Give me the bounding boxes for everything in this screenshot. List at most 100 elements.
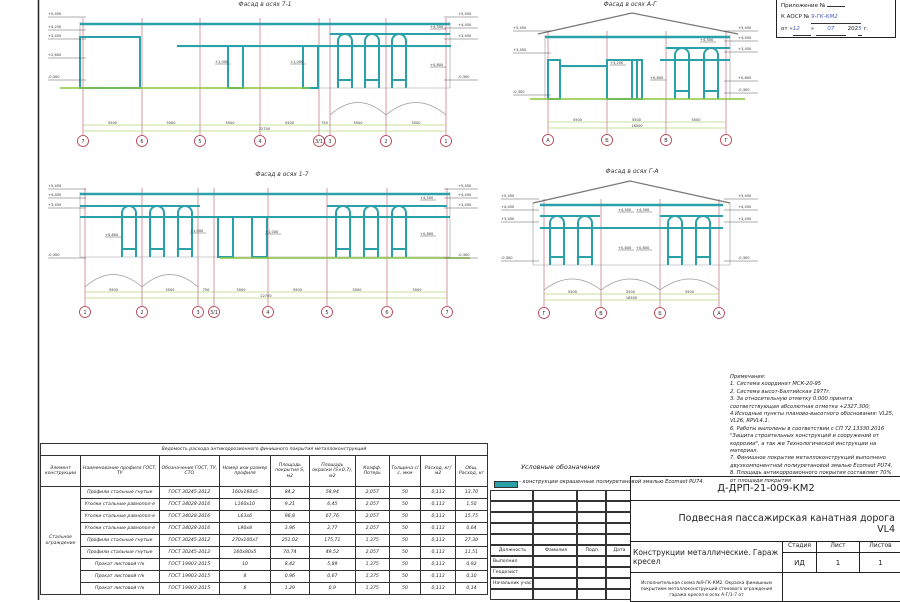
note-item: 1. Система координат МСК-20-95 (730, 381, 896, 388)
axis-label: 3 (328, 139, 331, 145)
signature-cell (533, 589, 577, 600)
level-mark-right: +3,450 (458, 34, 472, 38)
roof-outline (533, 181, 730, 203)
table-cell: L160х10 (220, 499, 271, 511)
level-mark-left: +5,450 (48, 184, 62, 188)
table-cell: Прокат листовой г/к (80, 559, 159, 571)
sheet-value: 1 (816, 552, 860, 573)
dimension-text: 5500 (353, 288, 362, 292)
level-mark-left: -0,300 (48, 253, 60, 257)
table-header-cell: Элемент конструкции (41, 456, 81, 487)
table-cell: 6 (220, 583, 271, 595)
coating-consumption-table: Ведомость расхода антикоррозионного фини… (40, 443, 488, 595)
axis-label: 1 (83, 310, 86, 316)
table-cell: 2,057 (355, 487, 389, 499)
table-header-cell: Общ. Расход, кг (455, 456, 487, 487)
foundation-arches (544, 279, 719, 290)
table-cell: 3,96 (270, 523, 309, 535)
table-cell: 0,113 (421, 499, 456, 511)
table-header-cell: Номер или размер профиля (220, 456, 271, 487)
level-mark-right: +4,450 (738, 36, 752, 40)
sheets-value: 1 (859, 552, 900, 573)
axis-label: Б (605, 138, 609, 144)
axis-label: 4 (266, 310, 269, 316)
elevation-mark: +0,800 (618, 246, 632, 250)
signature-cell (606, 534, 631, 545)
table-cell: 270х100х7 (220, 535, 271, 547)
table-cell: 0,113 (421, 571, 456, 583)
level-mark-right: -0,300 (738, 256, 750, 260)
signature-cell (533, 534, 577, 545)
level-mark-left: +5,450 (513, 26, 527, 30)
signature-cell (577, 556, 606, 567)
level-mark-left: +3,450 (48, 34, 62, 38)
table-cell: 6,45 (309, 499, 355, 511)
table-cell: 58,94 (309, 487, 355, 499)
table-cell: 0,113 (421, 583, 456, 595)
level-mark-left: +4,450 (501, 205, 515, 209)
elevation-mark: +0,800 (636, 246, 650, 250)
signature-cell (606, 523, 631, 534)
table-cell: 0,113 (421, 511, 456, 523)
table-cell: Прокат листовой г/к (80, 583, 159, 595)
table-cell: 15,75 (455, 511, 487, 523)
axis-label: А (546, 138, 550, 144)
table-cell: 1,29 (270, 583, 309, 595)
table-cell: 84,2 (270, 487, 309, 499)
elevation-mark: +4,500 (618, 208, 632, 212)
table-cell: 0,67 (309, 571, 355, 583)
signature-cell (533, 556, 577, 567)
signature-header: Дата (606, 545, 631, 556)
signature-cell (533, 523, 577, 534)
note-item: 6. Работы выполены в соответствии с СП 7… (730, 426, 896, 456)
level-mark-right: +3,450 (458, 203, 472, 207)
steel-frame (303, 46, 318, 88)
note-item: 3. За относительную отметку 0.000 принят… (730, 396, 896, 411)
table-cell: 175,71 (309, 535, 355, 547)
table-cell: 0,113 (421, 547, 456, 559)
dimension-text: 5500 (685, 290, 694, 294)
sheet-title: Конструкции металлические. Гараж кресел (630, 541, 783, 573)
signature-cell (533, 501, 577, 512)
elevation-mark: +0,800 (105, 233, 119, 237)
notes-title: Примечания: (730, 374, 896, 381)
table-cell: 5,89 (309, 559, 355, 571)
axis-label: 7 (81, 139, 84, 145)
table-cell: ГОСТ 34028-2016 (159, 511, 219, 523)
level-mark-left: +3,450 (501, 217, 515, 221)
table-cell: ГОСТ 30245-2012 (159, 535, 219, 547)
scheme-description: Исполнительная схема №9-ГК-КМ2. Окраска … (630, 572, 783, 602)
dimension-text: 5500 (692, 118, 701, 122)
elevation-mark: +4,500 (420, 196, 434, 200)
appendix-number (827, 6, 845, 7)
level-mark-right: +5,450 (738, 194, 752, 198)
table-cell: 0,14 (455, 583, 487, 595)
foundation-arches (330, 103, 446, 116)
table-cell: 0,64 (455, 523, 487, 535)
dimension-total: 16500 (631, 124, 642, 128)
signature-cell (577, 501, 606, 512)
table-cell: 11,51 (455, 547, 487, 559)
stage-value: ИД (782, 552, 817, 573)
level-mark-left: +5,450 (501, 194, 515, 198)
table-cell: ГОСТ 30245-2012 (159, 487, 219, 499)
steel-frame (80, 37, 140, 88)
table-cell: L90х8 (220, 523, 271, 535)
elevation-mark: +0,800 (650, 76, 664, 80)
dimension-text: 5500 (285, 121, 294, 125)
level-mark-right: +4,450 (738, 205, 752, 209)
dimension-text: 750 (321, 121, 328, 125)
level-mark-right: +5,450 (738, 26, 752, 30)
level-mark-left: +5,450 (48, 12, 62, 16)
signature-cell (577, 490, 606, 501)
table-cell: Прокат листовой г/к (80, 571, 159, 583)
signature-role: Выполнил (490, 556, 533, 567)
dimension-text: 5500 (237, 288, 246, 292)
axis-label: В (599, 311, 603, 317)
table-cell: 2,057 (355, 499, 389, 511)
legend-swatch (494, 481, 518, 488)
